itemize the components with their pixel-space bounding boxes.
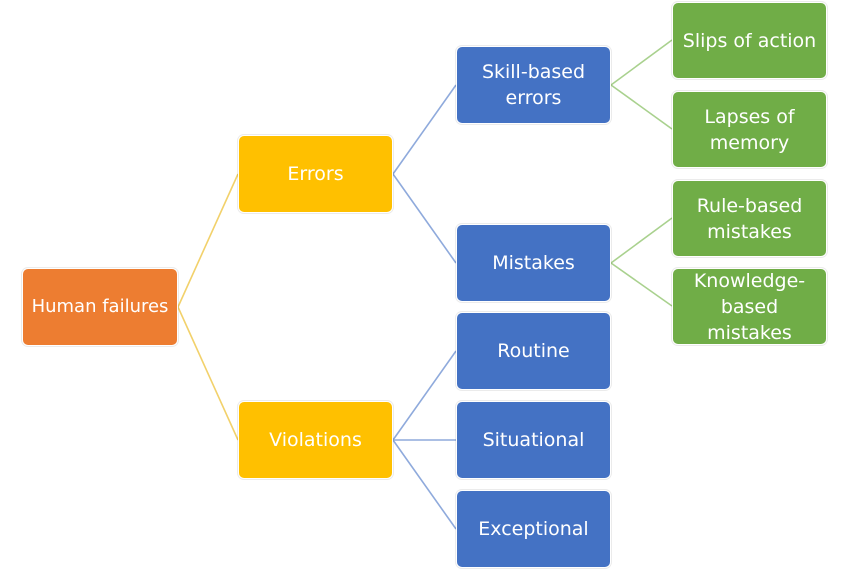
connector-skill-slips (610, 39, 673, 86)
connector-root-errors (177, 173, 239, 308)
node-knowledge-based-mistakes: Knowledge- based mistakes (672, 268, 827, 345)
node-exceptional-label: Exceptional (478, 518, 589, 540)
node-slips-of-action: Slips of action (672, 2, 827, 79)
node-situational: Situational (456, 401, 611, 479)
node-violations: Violations (238, 401, 393, 479)
connector-violations-routine (392, 350, 457, 441)
node-routine-label: Routine (497, 340, 570, 362)
node-skill-based-errors-line-1: Skill-based (481, 61, 586, 83)
node-skill-based-errors-label: Skill-based errors (482, 59, 585, 111)
node-lapses-of-memory-label: Lapses of memory (704, 104, 794, 156)
node-rule-based-mistakes-line-1: Rule-based (696, 194, 803, 217)
node-routine: Routine (456, 312, 611, 390)
node-knowledge-based-mistakes-line-2: based mistakes (707, 295, 792, 344)
connector-errors-skill (392, 84, 457, 175)
node-knowledge-based-mistakes-label: Knowledge- based mistakes (677, 268, 822, 346)
node-skill-based-errors: Skill-based errors (456, 46, 611, 124)
connector-mistakes-rule (610, 217, 673, 264)
node-slips-of-action-label: Slips of action (682, 29, 817, 52)
node-errors-label: Errors (287, 163, 344, 185)
node-mistakes-label: Mistakes (492, 252, 575, 274)
connector-skill-lapses (610, 84, 673, 130)
node-rule-based-mistakes-label: Rule-based mistakes (697, 193, 803, 245)
node-lapses-of-memory: Lapses of memory (672, 91, 827, 168)
connector-root-violations (177, 306, 239, 441)
node-mistakes: Mistakes (456, 224, 611, 302)
connector-errors-mistakes (392, 173, 457, 264)
node-lapses-of-memory-line-1: Lapses of (704, 105, 795, 128)
node-lapses-of-memory-line-2: memory (709, 131, 790, 154)
node-skill-based-errors-line-2: errors (505, 87, 562, 109)
connector-violations-exceptional (392, 439, 457, 530)
node-situational-label: Situational (482, 429, 585, 451)
node-rule-based-mistakes: Rule-based mistakes (672, 180, 827, 257)
node-human-failures-label: Human failures (31, 296, 169, 317)
connector-mistakes-knowledge (610, 262, 673, 307)
node-rule-based-mistakes-line-2: mistakes (707, 220, 792, 243)
node-human-failures: Human failures (22, 268, 178, 346)
node-knowledge-based-mistakes-line-1: Knowledge- (693, 269, 806, 292)
node-errors: Errors (238, 135, 393, 213)
node-violations-label: Violations (269, 429, 362, 451)
node-exceptional: Exceptional (456, 490, 611, 568)
